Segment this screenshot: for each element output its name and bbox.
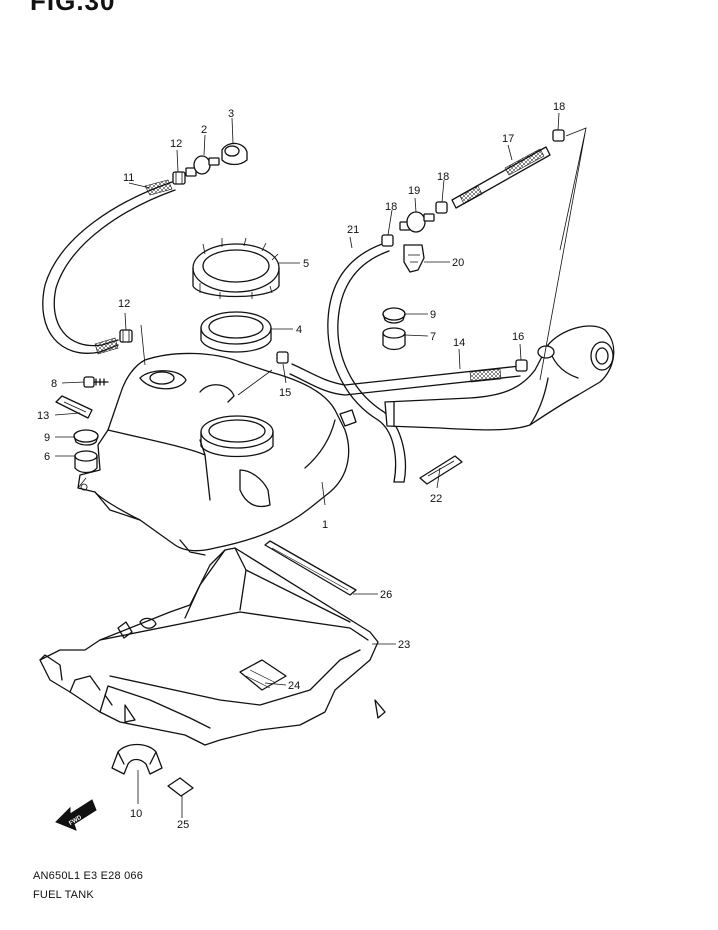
callout-10: 10 [130, 808, 142, 820]
clamp-12-upper [172, 171, 186, 185]
callout-26: 26 [380, 589, 392, 601]
callout-12-lower: 12 [118, 298, 130, 310]
clamp-12-lower [119, 329, 133, 343]
callout-14: 14 [453, 337, 465, 349]
lock-ring-5 [192, 237, 280, 299]
callout-12-upper: 12 [170, 138, 182, 150]
callout-9-right: 9 [430, 309, 436, 321]
bolt-8 [83, 376, 109, 388]
callout-15: 15 [279, 387, 291, 399]
callout-2: 2 [201, 124, 207, 136]
hose-17 [451, 146, 551, 209]
callout-6: 6 [44, 451, 50, 463]
callout-22: 22 [430, 493, 442, 505]
drawing-caption: FUEL TANK [33, 889, 94, 901]
callout-23: 23 [398, 639, 410, 651]
cushion-9-left [73, 429, 99, 446]
callout-labels: 1 2 3 4 5 6 7 8 9 9 10 11 12 12 13 14 15… [37, 101, 565, 831]
callout-19: 19 [408, 185, 420, 197]
callout-18-left: 18 [385, 201, 397, 213]
callout-20: 20 [452, 257, 464, 269]
filler-neck [384, 325, 615, 431]
strap-22 [419, 455, 463, 485]
callout-8: 8 [51, 378, 57, 390]
callout-24: 24 [288, 680, 300, 692]
bracket-10 [111, 743, 163, 775]
callout-1: 1 [322, 519, 328, 531]
under-cover-23 [39, 547, 386, 746]
callout-17: 17 [502, 133, 514, 145]
clamp-18-a [381, 234, 394, 247]
callout-4: 4 [296, 324, 302, 336]
leader-lines [54, 112, 587, 818]
hose-11 [42, 179, 176, 355]
cushion-9-right [382, 307, 406, 324]
callout-9-left: 9 [44, 432, 50, 444]
drawing-code: AN650L1 E3 E28 066 [33, 870, 144, 882]
clamp-18-b [435, 201, 448, 214]
clamp-15 [276, 351, 289, 364]
callout-18-top: 18 [553, 101, 565, 113]
pad-24 [239, 659, 287, 691]
cushion-7 [382, 327, 406, 351]
bracket-20 [403, 244, 425, 273]
callout-21: 21 [347, 224, 359, 236]
gasket-4 [200, 311, 272, 353]
callout-13: 13 [37, 410, 49, 422]
cushion-6 [74, 450, 98, 474]
callout-7: 7 [430, 331, 436, 343]
fuel-tank-1 [77, 352, 357, 556]
filter-19 [399, 211, 435, 233]
clamp-16 [515, 359, 528, 372]
hose-21 [327, 242, 407, 483]
sheet-26 [264, 540, 357, 596]
hose-14 [289, 363, 521, 396]
callout-3: 3 [228, 108, 234, 120]
clamp-18-c [552, 129, 565, 142]
fwd-arrow-icon: FWD [55, 799, 97, 831]
valve-2 [185, 155, 220, 177]
callout-5: 5 [303, 258, 309, 270]
callout-25: 25 [177, 819, 189, 831]
cap-3 [221, 142, 248, 166]
callout-11: 11 [123, 172, 134, 184]
callout-18-mid: 18 [437, 171, 449, 183]
callout-16: 16 [512, 331, 524, 343]
strap-13 [55, 395, 93, 419]
figure-title: FIG.30 [30, 0, 116, 16]
pad-25 [167, 777, 194, 797]
